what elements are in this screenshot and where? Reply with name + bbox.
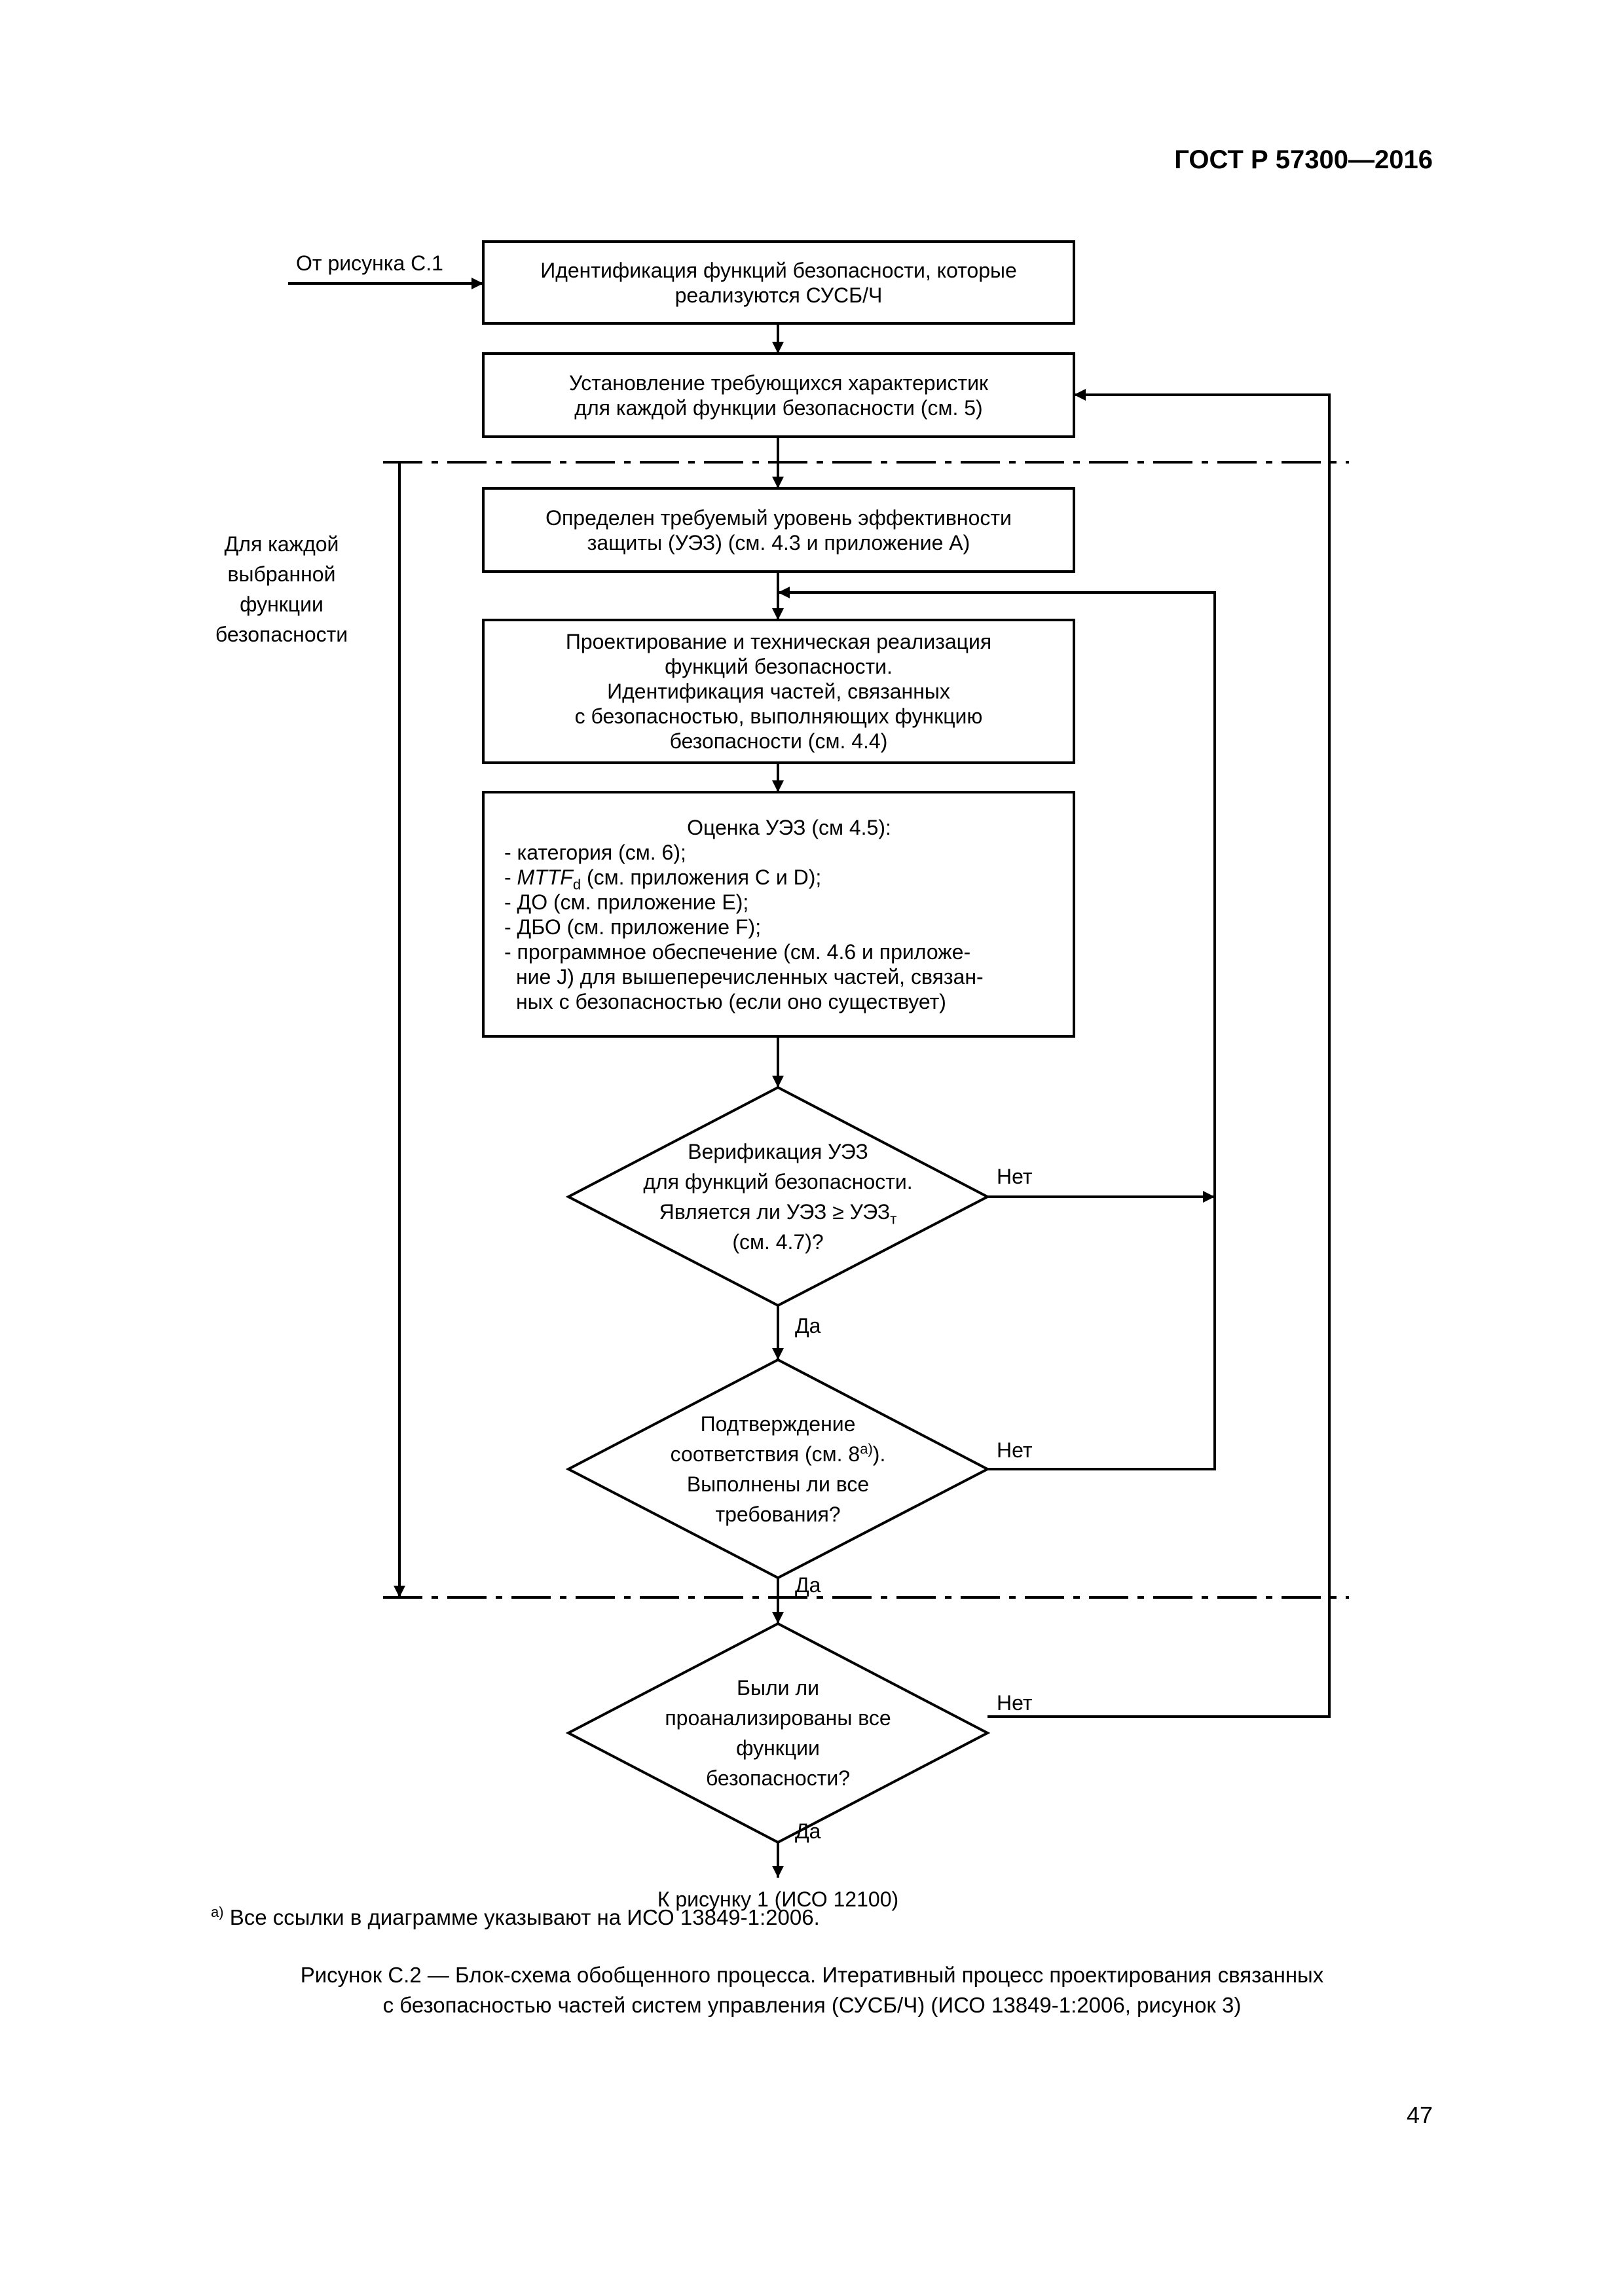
yes-label-1: Да [795,1314,821,1338]
box-identification-text: Идентификация функций безопасности, кото… [540,258,1017,307]
box-pl-required-text: Определен требуемый уровень эффективност… [545,505,1012,555]
no-label-1: Нет [997,1165,1033,1188]
diamond-validation-text: Подтверждение соответствия (см. 8а)). Вы… [670,1412,886,1526]
box-characteristics-text: Установление требующихся характеристик д… [569,371,988,420]
footnote: а) Все ссылки в диаграмме указывают на И… [211,1904,820,1930]
diamond-verification-text: Верификация УЭЗ для функций безопасности… [643,1139,913,1254]
from-figure-label: От рисунка С.1 [296,251,443,275]
no-label-3: Нет [997,1691,1033,1715]
diamond-all-analyzed-text: Были ли проанализированы все функции без… [665,1676,891,1790]
box-evaluation-text: Оценка УЭЗ (см 4.5): - категория (см. 6)… [504,815,984,1013]
no-label-2: Нет [997,1438,1033,1462]
side-label-each-function: Для каждой выбранной функции безопасност… [215,532,348,646]
document-number: ГОСТ Р 57300—2016 [1174,145,1433,174]
yes-label-2: Да [795,1573,821,1597]
page-number: 47 [1406,2102,1433,2128]
yes-label-3: Да [795,1819,821,1843]
box-design-text: Проектирование и техническая реализация … [565,630,992,753]
figure-caption: Рисунок С.2 — Блок-схема обобщенного про… [300,1963,1324,2017]
to-figure-label: К рисунку 1 (ИСО 12100) [657,1887,899,1911]
